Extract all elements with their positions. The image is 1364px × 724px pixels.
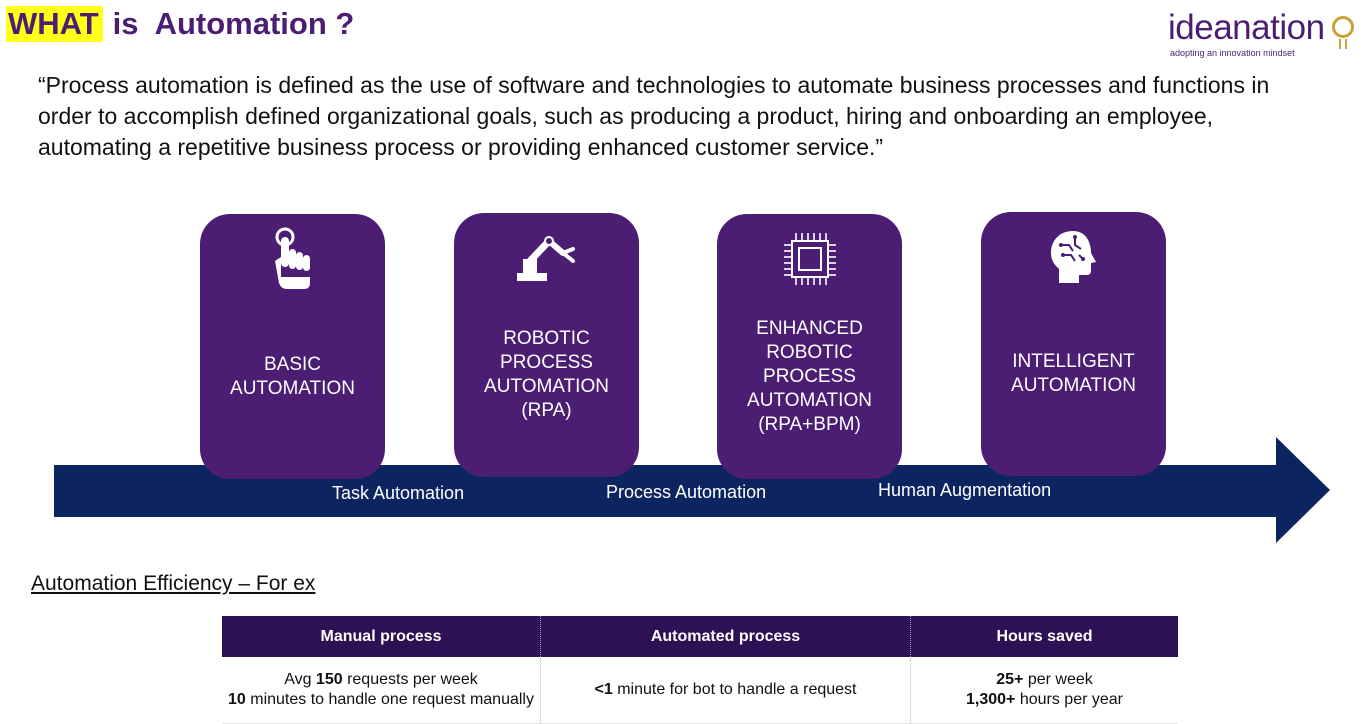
robotic-arm-icon	[454, 213, 639, 303]
stage-task-automation: Task Automation	[332, 483, 465, 503]
brain-head-icon	[981, 212, 1166, 302]
ideanation-logo: ideanation adopting an innovation mindse…	[1168, 8, 1358, 60]
definition-quote: “Process automation is defined as the us…	[38, 72, 1270, 160]
stage-human-augmentation: Human Augmentation	[878, 480, 1052, 500]
cell-hours-saved: 25+ per week 1,300+ hours per year	[910, 657, 1178, 724]
cell-manual: Avg 150 requests per week 10 minutes to …	[222, 657, 541, 724]
header-manual: Manual process	[222, 616, 541, 657]
progression-arrow	[54, 437, 1330, 543]
microchip-icon	[717, 214, 902, 304]
slide-title: WHAT is Automation ?	[6, 4, 354, 44]
header-automated: Automated process	[540, 616, 911, 657]
logo-tagline: adopting an innovation mindset	[1170, 48, 1295, 58]
efficiency-table: Manual process Automated process Hours s…	[222, 616, 1178, 724]
efficiency-heading: Automation Efficiency – For ex	[31, 572, 316, 595]
table-row: Avg 150 requests per week 10 minutes to …	[222, 657, 1178, 724]
title-rest: is Automation ?	[112, 6, 355, 41]
card-enhanced-rpa: ENHANCED ROBOTIC PROCESS AUTOMATION (RPA…	[717, 214, 902, 479]
card-intelligent-automation: INTELLIGENT AUTOMATION	[981, 212, 1166, 476]
card-label: BASIC AUTOMATION	[230, 353, 355, 399]
stage-process-automation: Process Automation	[606, 482, 767, 502]
card-basic-automation: BASIC AUTOMATION	[200, 214, 385, 479]
lightbulb-base-icon	[1339, 39, 1347, 49]
lightbulb-icon	[1332, 16, 1354, 38]
logo-wordmark: ideanation	[1168, 8, 1325, 47]
cell-automated: <1 minute for bot to handle a request	[540, 657, 911, 724]
card-label: ENHANCED ROBOTIC PROCESS AUTOMATION (RPA…	[747, 317, 872, 435]
header-hours-saved: Hours saved	[910, 616, 1178, 657]
table-header-row: Manual process Automated process Hours s…	[222, 616, 1178, 657]
pointing-hand-icon	[200, 214, 385, 304]
card-label: ROBOTIC PROCESS AUTOMATION (RPA)	[484, 328, 609, 421]
title-highlight: WHAT	[6, 6, 103, 42]
card-rpa: ROBOTIC PROCESS AUTOMATION (RPA)	[454, 213, 639, 477]
card-label: INTELLIGENT AUTOMATION	[1011, 351, 1136, 396]
